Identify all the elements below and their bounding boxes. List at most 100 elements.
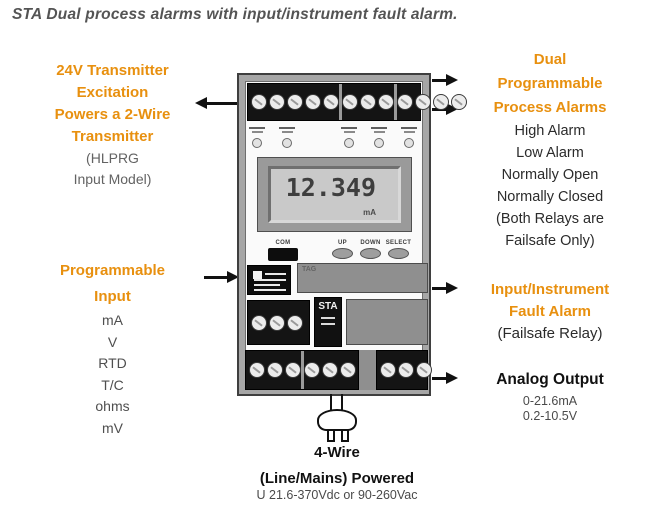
down-button: [360, 248, 381, 259]
annotation-heading-line: Powers a 2-Wire: [54, 106, 171, 123]
status-indicator: [275, 127, 299, 153]
select-button: [388, 248, 409, 259]
screw-terminal: [267, 362, 283, 378]
indicator-dot: [252, 138, 262, 148]
bottom-terminal-strip: [245, 350, 432, 390]
mid-terminal-block: [247, 300, 310, 345]
com-port: [268, 248, 298, 261]
lcd-display: 12.349 mA: [268, 166, 401, 223]
bottom-terminal-block-right: [376, 350, 432, 390]
annotation-heading-line: Analog Output: [496, 371, 604, 388]
annotation-sub-line: RTD: [98, 355, 127, 371]
annotation-heading-line: Input: [94, 288, 131, 305]
logo-bar: [254, 289, 286, 291]
arrow-fault-relay: [432, 282, 458, 294]
annotation-sub-line: Normally Closed: [496, 189, 604, 205]
screw-terminal: [249, 362, 265, 378]
screw-terminal: [323, 94, 339, 110]
screw-terminal: [251, 94, 267, 110]
screw-terminal: [378, 94, 394, 110]
sta-alarm-device: 12.349 mA COM UP DOWN SELECT TAG STA: [237, 73, 467, 396]
screw-terminal: [342, 94, 358, 110]
power-line-voltage: U 21.6-370Vdc or 90-260Vac: [256, 488, 418, 502]
annotation-heading-line: 24V Transmitter: [56, 62, 169, 79]
screw-terminal: [340, 362, 356, 378]
arrow-analog-output: [432, 372, 458, 384]
bottom-terminal-block-left: [245, 350, 359, 390]
screw-terminal: [269, 314, 285, 331]
logo-bar: [254, 279, 286, 281]
precision-digital-logo-badge: [247, 265, 291, 295]
screw-terminal: [360, 94, 376, 110]
diagram-title: STA Dual process alarms with input/instr…: [12, 6, 458, 23]
screw-terminal: [415, 94, 431, 110]
annotation-heading-line: Input/Instrument: [490, 281, 610, 298]
annotation-power: 4-Wire (Line/Mains) Powered U 21.6-370Vd…: [217, 444, 457, 503]
tag-label: TAG: [302, 266, 317, 273]
up-button: [332, 248, 353, 259]
screw-terminal: [397, 94, 413, 110]
annotation-fault-alarm: Input/Instrument Fault Alarm (Failsafe R…: [455, 279, 645, 345]
annotation-sub-line: Normally Open: [501, 167, 599, 183]
annotation-sub-line: V: [107, 333, 118, 350]
screw-terminal: [416, 362, 432, 378]
annotation-sub-line: T/C: [101, 376, 124, 393]
annotation-heading-line: Programmable: [59, 262, 166, 279]
lcd-reading: 12.349: [285, 173, 376, 202]
plug-prong: [341, 429, 349, 442]
logo-bar: [265, 273, 286, 275]
model-label-line: [321, 317, 335, 319]
arrow-programmable-input: [204, 271, 239, 283]
screw-terminal: [287, 314, 303, 331]
annotation-heading-line: Fault Alarm: [509, 303, 591, 320]
annotation-transmitter-excitation: 24V Transmitter Excitation Powers a 2-Wi…: [10, 60, 215, 190]
annotation-sub-line: (Failsafe Relay): [497, 325, 603, 342]
arrow-transmitter-excitation: [195, 97, 237, 109]
power-line-4wire: 4-Wire: [314, 444, 360, 461]
status-indicator: [367, 127, 391, 153]
logo-bar: [254, 284, 280, 286]
logo-mark: [253, 271, 262, 279]
annotation-programmable-input: Programmable Input mA V RTD T/C ohms mV: [10, 258, 215, 439]
lcd-display-bezel: 12.349 mA: [257, 157, 412, 232]
select-button-label: SELECT: [385, 240, 412, 246]
annotation-sub-line: (Both Relays are: [496, 211, 604, 227]
screw-terminal: [269, 94, 285, 110]
status-indicator: [397, 127, 421, 153]
indicator-dot: [344, 138, 354, 148]
model-label-line: [321, 323, 335, 325]
annotation-heading-line: Process Alarms: [493, 99, 607, 116]
screw-terminal: [304, 362, 320, 378]
lcd-unit: mA: [363, 208, 376, 217]
tag-panel: TAG: [297, 263, 428, 293]
power-line-mains: (Line/Mains) Powered: [259, 470, 415, 487]
power-plug-icon: [317, 409, 357, 431]
annotation-process-alarms: Dual Programmable Process Alarms High Al…: [455, 48, 645, 252]
screw-terminal: [322, 362, 338, 378]
screw-terminal: [287, 94, 303, 110]
down-button-label: DOWN: [360, 240, 381, 246]
screw-terminal: [305, 94, 321, 110]
annotation-sub-line: ohms: [95, 398, 130, 414]
top-terminal-block: [247, 83, 467, 121]
up-button-label: UP: [338, 240, 347, 246]
annotation-sub-line: 0.2-10.5V: [522, 409, 578, 423]
indicator-dot: [404, 138, 414, 148]
annotation-sub-line: mV: [102, 419, 123, 436]
model-label: STA: [314, 297, 342, 347]
screw-terminal: [285, 362, 301, 378]
screw-terminal: [451, 94, 467, 110]
status-indicator: [245, 127, 269, 153]
annotation-sub-line: (HLPRG: [86, 150, 139, 166]
screw-terminal: [251, 314, 267, 331]
screw-terminal: [380, 362, 396, 378]
annotation-heading-line: Dual: [533, 51, 567, 68]
annotation-heading-line: Transmitter: [71, 128, 154, 145]
annotation-sub-line: High Alarm: [514, 123, 586, 139]
com-port-label: COM: [275, 240, 291, 246]
screw-terminal: [398, 362, 414, 378]
indicator-dot: [374, 138, 384, 148]
annotation-sub-line: mA: [102, 312, 123, 328]
annotation-sub-line: Failsafe Only): [505, 233, 595, 249]
